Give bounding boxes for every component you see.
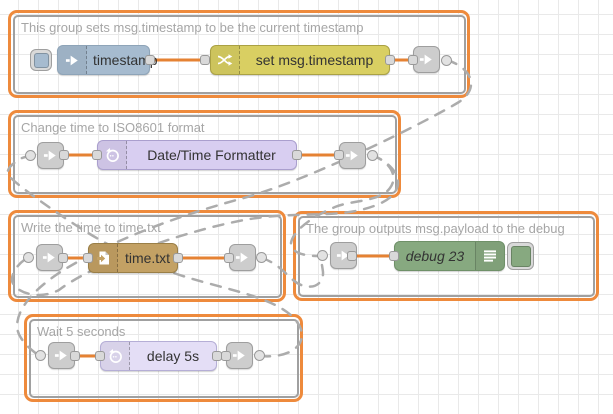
node-label: set msg.timestamp [255, 52, 374, 68]
group-inner-border [28, 318, 299, 398]
link-port[interactable] [367, 150, 378, 161]
link-arrow-icon [336, 250, 349, 261]
link-arrow-icon [345, 150, 358, 161]
debug-list-icon [475, 242, 504, 270]
output-port[interactable] [58, 253, 68, 263]
output-port[interactable] [347, 251, 357, 261]
group-inner-border [12, 14, 466, 94]
group-label: The group outputs msg.payload to the deb… [306, 221, 565, 236]
link-wire[interactable] [15, 58, 473, 357]
debug-toggle-button[interactable] [507, 242, 534, 270]
input-port[interactable] [92, 150, 102, 160]
link-wire[interactable] [289, 153, 395, 258]
link-wire[interactable] [10, 153, 400, 297]
link-arrow-icon [235, 252, 248, 263]
group-label: Write the time to time.txt [21, 220, 161, 235]
output-port[interactable] [173, 253, 183, 263]
input-port[interactable] [224, 253, 234, 263]
group-label: Change time to ISO8601 format [21, 120, 205, 135]
link-port[interactable] [25, 150, 36, 161]
inject-arrow-icon [58, 46, 87, 74]
link-arrow-icon [232, 350, 245, 361]
output-port[interactable] [145, 55, 155, 65]
timer-icon [101, 342, 130, 370]
output-port[interactable] [70, 351, 80, 361]
link-port[interactable] [254, 350, 265, 361]
group-label: Wait 5 seconds [37, 324, 126, 339]
link-port[interactable] [35, 350, 46, 361]
group-debug-output[interactable]: The group outputs msg.payload to the deb… [293, 211, 599, 301]
output-port[interactable] [292, 150, 302, 160]
link-port[interactable] [23, 252, 34, 263]
debug-toggle-face [510, 245, 531, 267]
node-label: Date/Time Formatter [147, 147, 276, 163]
link-in-node[interactable] [330, 242, 357, 269]
file-node[interactable]: time.txt [88, 243, 178, 273]
input-port[interactable] [95, 351, 105, 361]
group-iso8601[interactable]: Change time to ISO8601 format [8, 110, 401, 198]
input-port[interactable] [389, 251, 399, 261]
link-port[interactable] [441, 55, 452, 66]
group-inner-border [12, 114, 397, 194]
link-arrow-icon [43, 150, 56, 161]
inject-button-face [33, 52, 49, 68]
inject-button[interactable] [30, 49, 52, 71]
input-port[interactable] [408, 55, 418, 65]
debug-node[interactable]: debug 23 [394, 241, 505, 271]
link-arrow-icon [42, 252, 55, 263]
input-port[interactable] [200, 55, 210, 65]
input-port[interactable] [334, 150, 344, 160]
input-port[interactable] [221, 351, 231, 361]
output-port[interactable] [385, 55, 395, 65]
group-set-timestamp[interactable]: This group sets msg.timestamp to be the … [8, 10, 470, 98]
link-arrow-icon [54, 350, 67, 361]
link-wire[interactable] [260, 256, 325, 288]
moment-node[interactable]: Date/Time Formatter [97, 140, 297, 170]
group-wait-5s[interactable]: Wait 5 seconds [24, 314, 303, 402]
input-port[interactable] [83, 253, 93, 263]
link-arrow-icon [419, 54, 432, 65]
link-port[interactable] [317, 250, 328, 261]
link-out-node[interactable] [413, 46, 440, 73]
node-label: time.txt [124, 250, 171, 266]
timer-icon [98, 141, 127, 169]
group-inner-border [12, 214, 282, 298]
group-inner-border [297, 215, 595, 297]
link-port[interactable] [256, 252, 267, 263]
node-label: debug 23 [405, 248, 465, 264]
node-label: delay 5s [146, 348, 200, 364]
group-label: This group sets msg.timestamp to be the … [21, 20, 364, 35]
delay-node[interactable]: delay 5s [100, 341, 217, 371]
shuffle-icon [211, 46, 240, 74]
node-label: timestamp [93, 52, 158, 68]
file-out-icon [89, 244, 118, 272]
change-node[interactable]: set msg.timestamp [210, 45, 390, 75]
inject-node[interactable]: timestamp [57, 45, 158, 75]
output-port[interactable] [59, 150, 69, 160]
group-write-file[interactable]: Write the time to time.txt [8, 210, 286, 302]
link-wire[interactable] [6, 154, 304, 358]
